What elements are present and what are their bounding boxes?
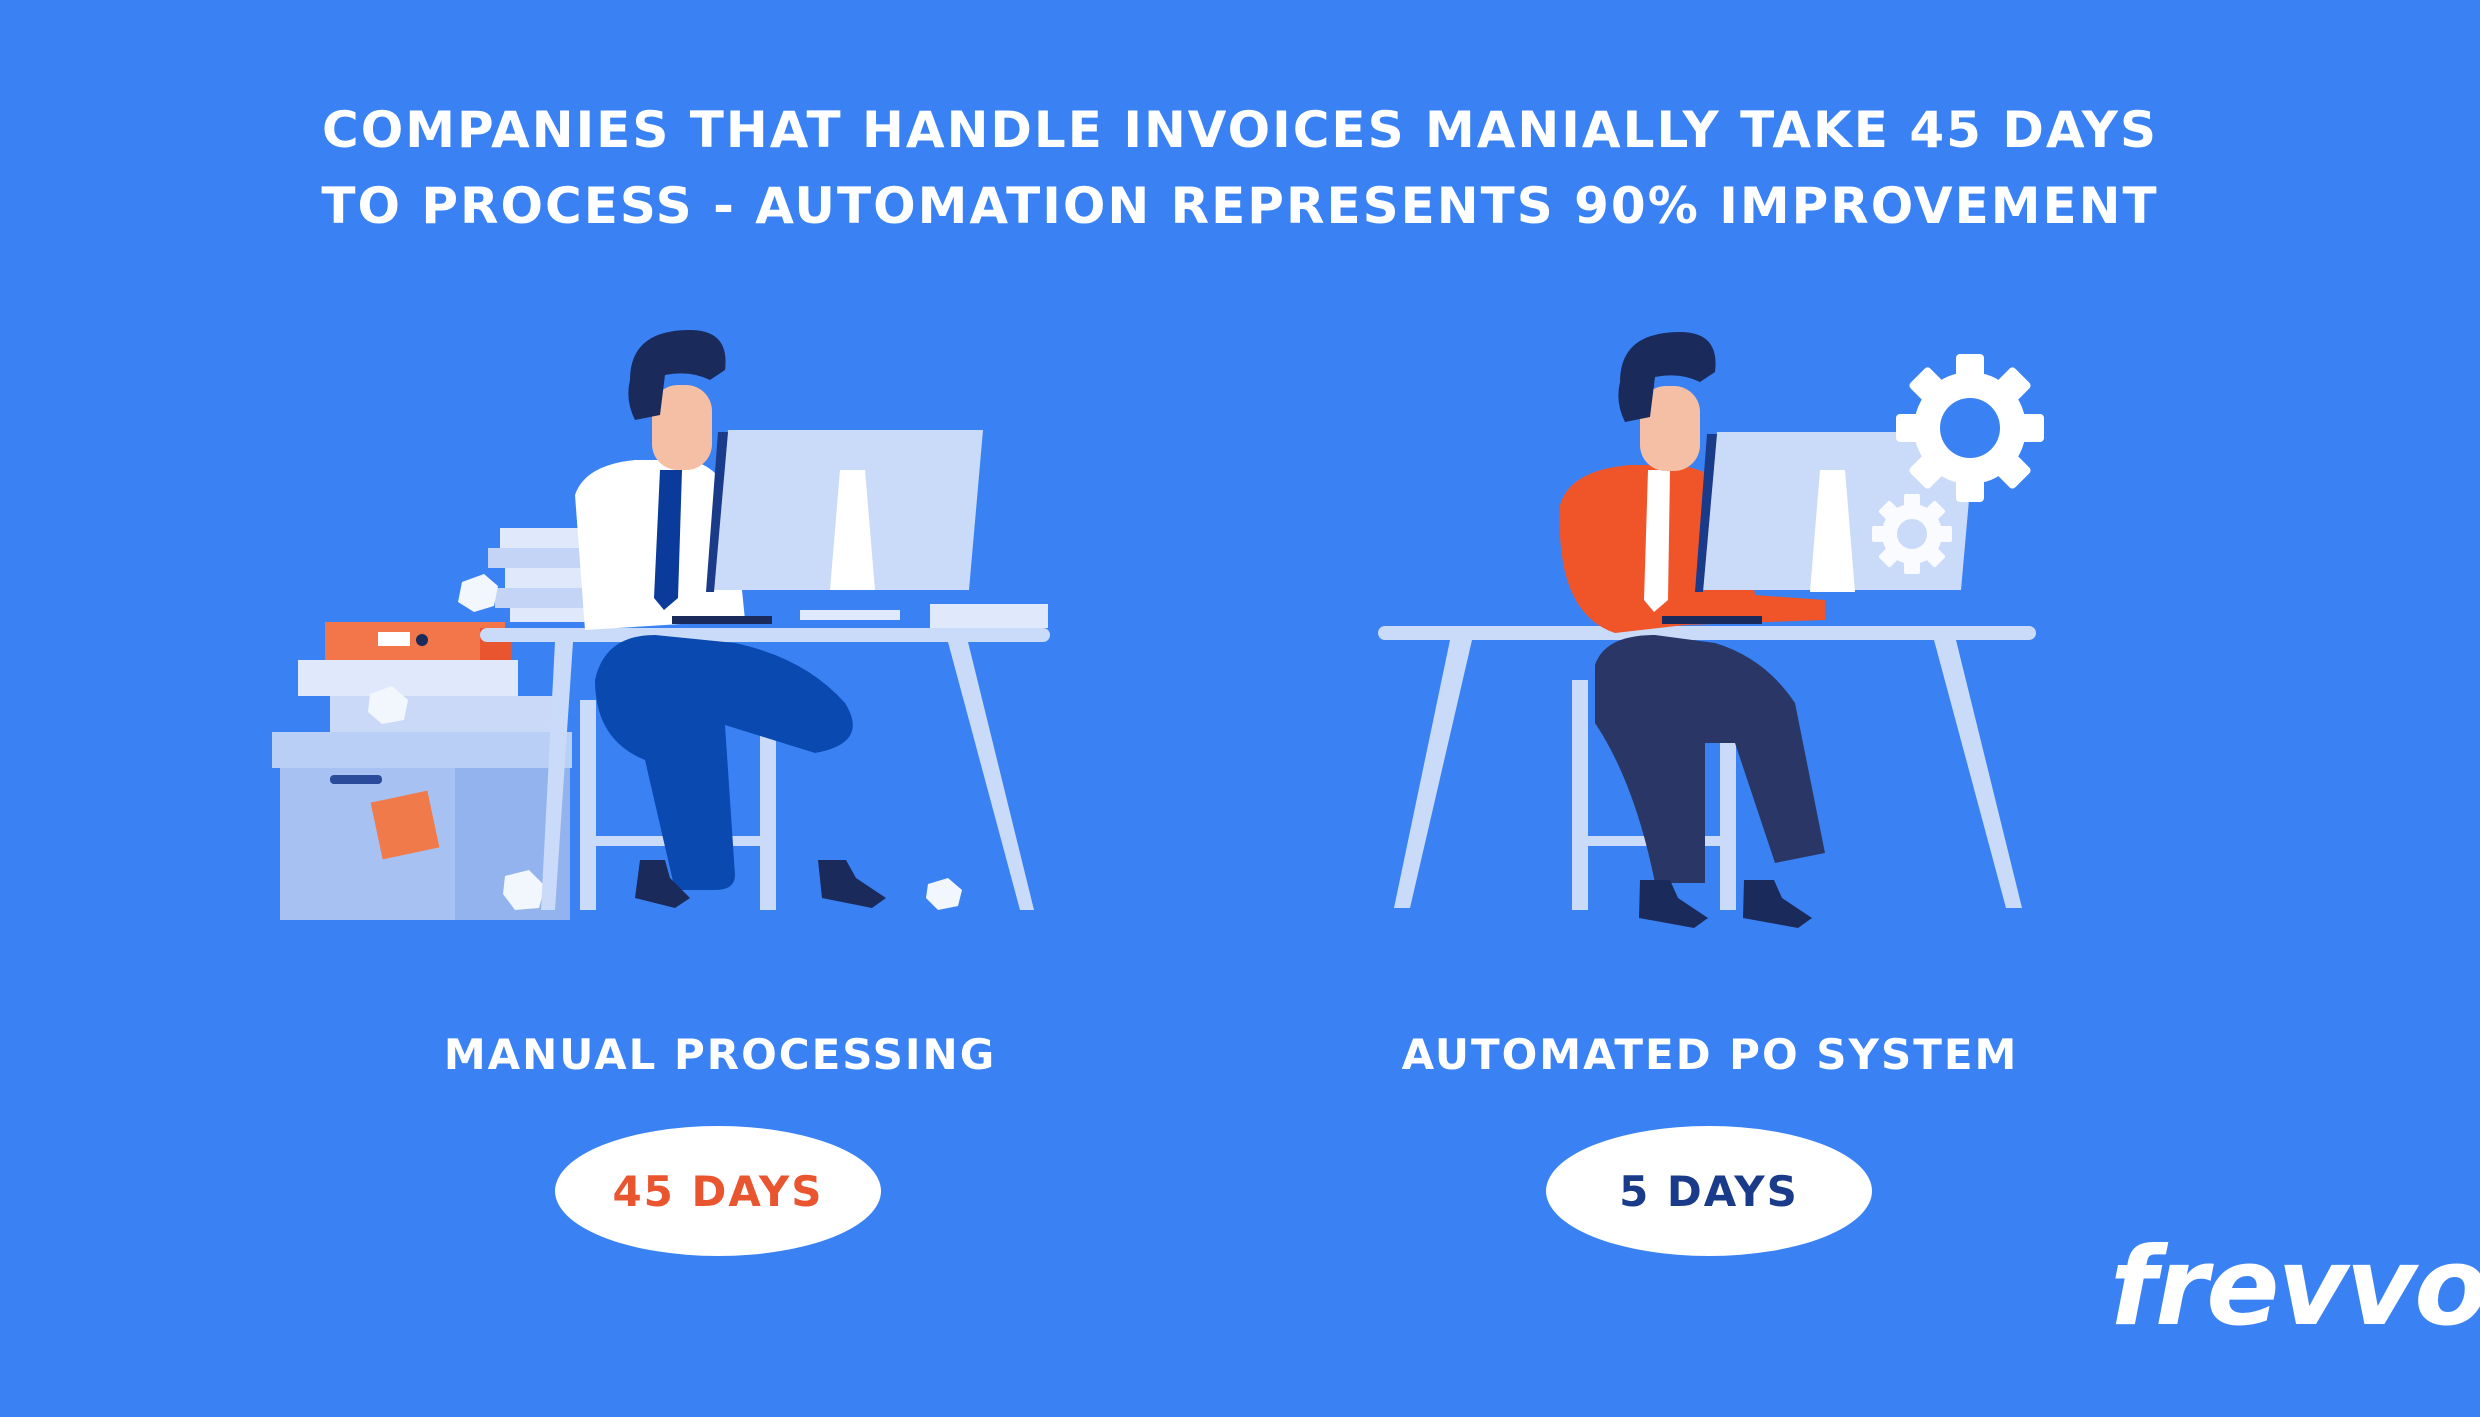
gear-icon (1872, 494, 1952, 574)
headline: COMPANIES THAT HANDLE INVOICES MANIALLY … (0, 92, 2480, 244)
gear-icon (1896, 354, 2044, 502)
computer-monitor-icon (672, 430, 983, 624)
manual-desk (480, 628, 1050, 910)
manual-duration-badge: 45 DAYS (555, 1126, 881, 1256)
headline-line-1: COMPANIES THAT HANDLE INVOICES MANIALLY … (322, 101, 2158, 159)
manual-duration-text: 45 DAYS (612, 1166, 824, 1216)
automated-po-label: AUTOMATED PO SYSTEM (1401, 1030, 2019, 1079)
manual-worker (575, 330, 886, 908)
headline-line-2: TO PROCESS - AUTOMATION REPRESENTS 90% I… (321, 177, 2159, 235)
manual-processing-label: MANUAL PROCESSING (443, 1030, 997, 1079)
automated-duration-text: 5 DAYS (1619, 1166, 1799, 1216)
automated-duration-badge: 5 DAYS (1546, 1126, 1872, 1256)
automated-desk (1378, 626, 2036, 908)
frevvo-logo: frevvo (2110, 1225, 2480, 1350)
automated-worker (1559, 332, 1825, 928)
